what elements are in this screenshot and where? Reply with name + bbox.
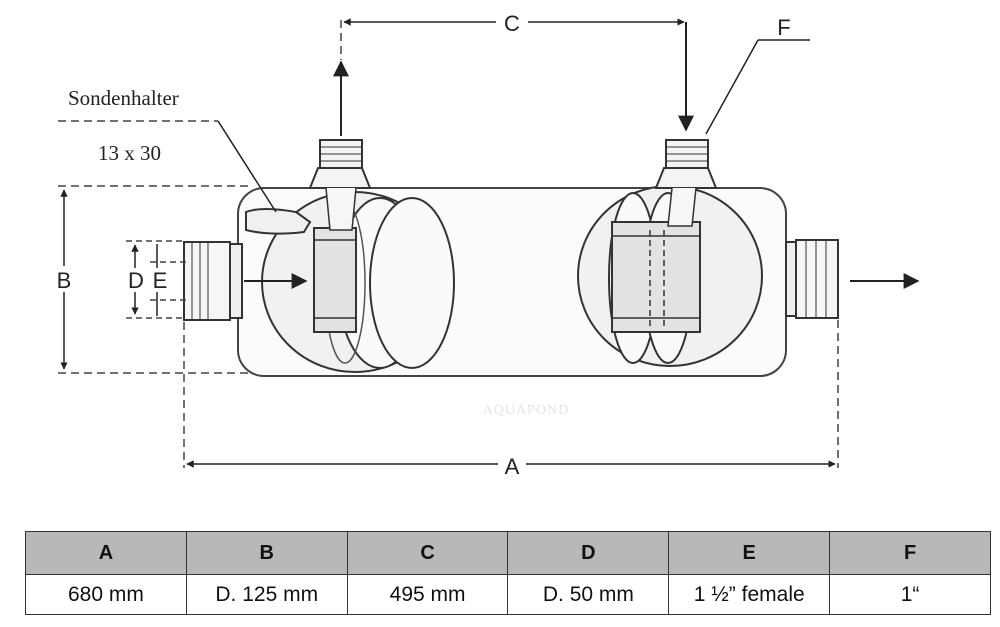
table-header-row: A B C D E F (25, 531, 991, 575)
value-cell-f: 1“ (829, 574, 991, 615)
dim-a-label: A (505, 454, 520, 479)
table-row: 680 mm D. 125 mm 495 mm D. 50 mm 1 ½” fe… (25, 574, 991, 615)
dim-f-label: F (777, 15, 790, 40)
value-cell-e: 1 ½” female (668, 574, 831, 615)
right-coil-window (577, 185, 763, 367)
top-nozzle-left (308, 139, 372, 231)
value-cell-c: 495 mm (346, 574, 509, 615)
probe-holder-leader (58, 120, 277, 213)
watermark-text: AQUAPOND (483, 403, 570, 418)
dimension-f-leader (705, 39, 810, 135)
header-cell-e: E (668, 531, 831, 575)
left-coil-window (261, 191, 455, 373)
probe-holder-label: Sondenhalter (68, 86, 179, 110)
dimension-table: A B C D E F 680 mm D. 125 mm 495 mm D. 5… (25, 531, 991, 615)
dim-b-label: B (57, 268, 72, 293)
dim-c-label: C (504, 11, 520, 36)
value-cell-d: D. 50 mm (507, 574, 670, 615)
dim-d-label: D (128, 268, 144, 293)
outlet-nozzle (785, 239, 839, 319)
dim-e-label: E (153, 268, 168, 293)
header-cell-d: D (507, 531, 670, 575)
header-cell-f: F (829, 531, 991, 575)
top-nozzle-right (654, 139, 718, 227)
header-cell-a: A (25, 531, 187, 575)
header-cell-b: B (185, 531, 348, 575)
probe-holder (245, 208, 312, 235)
heat-exchanger-drawing: C A B D E F Sondenhalter 13 x 30 AQUAPON… (56, 11, 920, 479)
value-cell-a: 680 mm (25, 574, 187, 615)
inlet-nozzle (183, 241, 243, 321)
probe-size-label: 13 x 30 (98, 141, 161, 165)
value-cell-b: D. 125 mm (185, 574, 348, 615)
header-cell-c: C (346, 531, 509, 575)
